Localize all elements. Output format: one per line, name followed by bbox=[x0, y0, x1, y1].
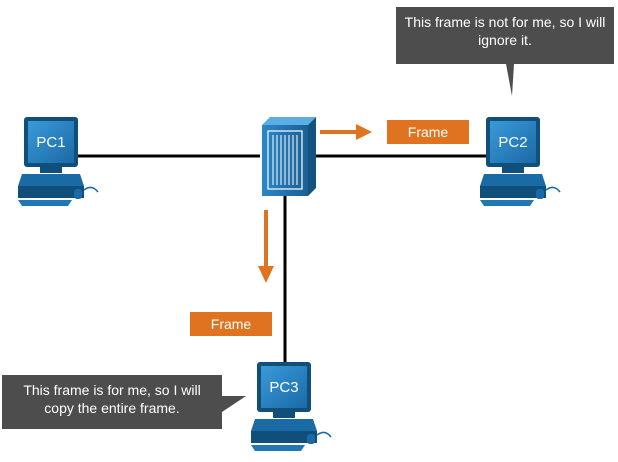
callout-pc2: This frame is not for me, so I will igno… bbox=[396, 7, 614, 64]
callout-pc2-tail bbox=[506, 64, 514, 96]
pc2-label: PC2 bbox=[498, 134, 528, 151]
pc3-computer-icon bbox=[251, 362, 332, 451]
callout-pc3-tail bbox=[222, 396, 246, 412]
arrow-right-icon bbox=[320, 124, 372, 140]
pc3-label: PC3 bbox=[269, 379, 299, 396]
arrow-down-icon bbox=[258, 210, 274, 283]
switch-icon bbox=[262, 117, 316, 196]
pc2-computer-icon bbox=[480, 117, 561, 206]
pc1-label: PC1 bbox=[36, 134, 66, 151]
callout-pc3: This frame is for me, so I will copy the… bbox=[2, 375, 222, 429]
frame-label-to-pc3: Frame bbox=[190, 312, 272, 336]
frame-label-to-pc2: Frame bbox=[387, 120, 469, 144]
pc1-computer-icon bbox=[18, 117, 99, 206]
